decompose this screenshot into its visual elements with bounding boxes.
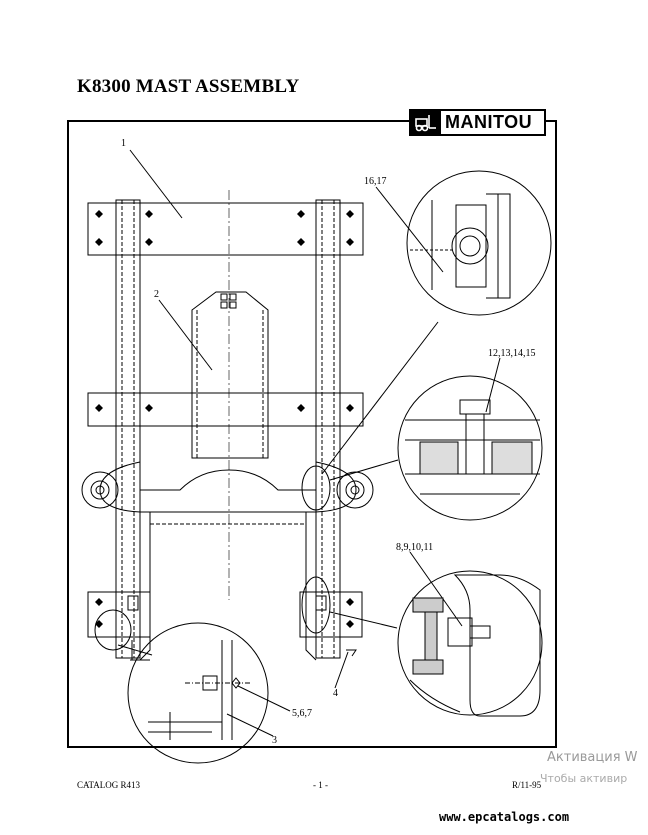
activation-watermark: Активация W: [547, 750, 638, 765]
footer-page-number: - 1 -: [313, 780, 328, 790]
forklift-icon: [411, 111, 441, 134]
manitou-logo: MANITOU: [409, 109, 546, 136]
central-cylinder: [191, 291, 269, 459]
upright-left: [115, 199, 141, 659]
roller-right: [336, 471, 374, 509]
bottom-plate-left: [87, 591, 151, 638]
activation-watermark-sub: Чтобы активир: [540, 772, 628, 785]
footer-revision: R/11-95: [512, 780, 542, 790]
callout-5-7: 5,6,7: [292, 708, 312, 719]
drawing-frame: [67, 120, 557, 748]
callout-2: 2: [154, 289, 159, 300]
detail-marker-center: [301, 465, 331, 511]
upright-right: [315, 199, 341, 659]
detail-circle-guide: [127, 622, 269, 764]
detail-marker-left-low: [94, 609, 132, 651]
logo-text: MANITOU: [445, 112, 533, 132]
roller-left: [81, 471, 119, 509]
callout-4: 4: [333, 688, 338, 699]
callout-1: 1: [121, 138, 126, 149]
detail-circle-bearing: [406, 170, 552, 316]
middle-crossbar: [87, 392, 364, 427]
callout-3: 3: [272, 735, 277, 746]
site-url[interactable]: www.epcatalogs.com: [439, 810, 570, 824]
bottom-plate-right: [299, 591, 363, 638]
callout-12-15: 12,13,14,15: [488, 348, 536, 359]
callout-16-17: 16,17: [364, 176, 387, 187]
lower-u-frame: [99, 461, 151, 661]
callout-8-11: 8,9,10,11: [396, 542, 433, 553]
detail-circle-bolt: [397, 375, 543, 521]
footer-catalog: CATALOG R413: [77, 780, 141, 790]
page-title: K8300 MAST ASSEMBLY: [77, 76, 300, 97]
top-crossbar: [87, 202, 364, 256]
detail-marker-right-low: [301, 576, 331, 634]
detail-circle-roller: [397, 570, 543, 716]
